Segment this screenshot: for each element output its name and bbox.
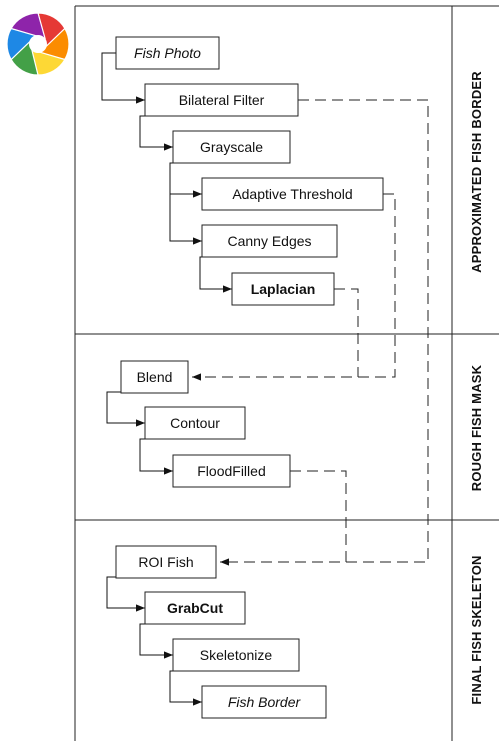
aperture-logo-icon (6, 12, 70, 76)
node-laplacian: Laplacian (231, 272, 335, 306)
section-label-mask: ROUGH FISH MASK (469, 364, 484, 491)
edge-grayscale-canny (169, 194, 202, 245)
node-floodfilled-label: FloodFilled (197, 463, 265, 479)
node-grayscale: Grayscale (172, 130, 291, 164)
node-fish-border: Fish Border (201, 685, 327, 719)
edge-bilateral-roi (220, 99, 429, 566)
node-skeletonize: Skeletonize (172, 638, 300, 672)
edge-laplacian-blend (334, 288, 359, 377)
node-fish-photo: Fish Photo (115, 36, 220, 70)
node-floodfilled: FloodFilled (172, 454, 291, 488)
node-bilateral-filter-label: Bilateral Filter (179, 92, 265, 108)
node-grabcut: GrabCut (144, 591, 246, 625)
node-roi-fish-label: ROI Fish (138, 554, 193, 570)
edge-roi-grabcut (106, 576, 145, 612)
node-blend: Blend (120, 360, 189, 394)
section-label-skeleton: FINAL FISH SKELETON (469, 555, 484, 704)
edge-grabcut-skeletonize (139, 623, 173, 659)
node-bilateral-filter: Bilateral Filter (144, 83, 299, 117)
edge-bilateral-grayscale (139, 115, 173, 151)
section-label-approx: APPROXIMATED FISH BORDER (469, 71, 484, 273)
node-fish-border-label: Fish Border (228, 694, 302, 710)
node-roi-fish: ROI Fish (115, 545, 217, 579)
node-laplacian-label: Laplacian (251, 281, 316, 297)
node-grabcut-label: GrabCut (167, 600, 223, 616)
aperture-blade (10, 12, 46, 40)
edge-adaptive-blend (192, 193, 396, 381)
node-adaptive-threshold-label: Adaptive Threshold (232, 186, 352, 202)
dashed-connectors (192, 99, 429, 566)
edge-skeletonize-fishborder (169, 670, 202, 706)
edge-floodfilled-roi (290, 470, 347, 562)
edge-blend-contour (106, 391, 145, 427)
edge-fish-photo-bilateral (101, 52, 145, 104)
edge-contour-floodfilled (139, 438, 173, 475)
node-canny-edges: Canny Edges (201, 224, 338, 258)
node-grayscale-label: Grayscale (200, 139, 263, 155)
aperture-center (29, 35, 47, 53)
edge-canny-laplacian (199, 256, 232, 293)
node-contour: Contour (144, 406, 246, 440)
edge-grayscale-adaptive (169, 162, 202, 198)
node-blend-label: Blend (137, 369, 173, 385)
node-fish-photo-label: Fish Photo (134, 45, 201, 61)
node-adaptive-threshold: Adaptive Threshold (201, 177, 384, 211)
node-skeletonize-label: Skeletonize (200, 647, 273, 663)
node-canny-edges-label: Canny Edges (227, 233, 311, 249)
node-contour-label: Contour (170, 415, 220, 431)
